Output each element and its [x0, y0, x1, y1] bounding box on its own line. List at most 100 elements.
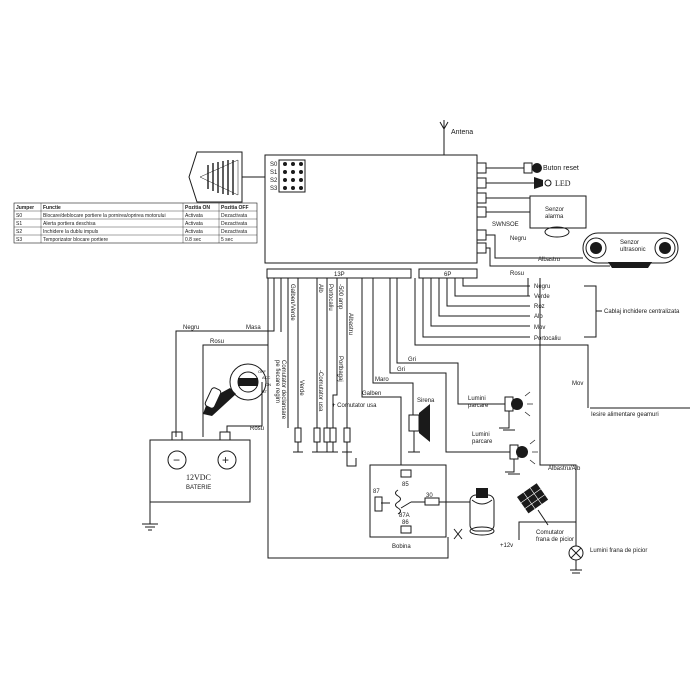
wire-fuse-label: -500 amp [337, 284, 343, 310]
switch-contact [293, 427, 303, 453]
power-window-label: Iesire alimentare geamuri [591, 412, 659, 418]
table-cell: Temporizator blocare portiere [43, 237, 108, 243]
wire-alb-label: Alb [317, 284, 323, 293]
reset-button-connector: Buton reset [476, 162, 579, 174]
led-display-module [188, 151, 265, 203]
wire-albastru-label: Albastru [347, 313, 353, 335]
wire-rosu-battery [226, 382, 263, 432]
starter-motor [469, 488, 495, 536]
central-lock-label: Cablaj inchidere centralizata [604, 309, 680, 315]
wire-verde-switch: Verde [297, 278, 304, 428]
table-header-function: Functie [43, 205, 61, 211]
table-cell: Activata [185, 213, 203, 219]
table-cell: Blocare/deblocare portiere la pornirea/o… [43, 213, 166, 219]
table-cell: S2 [16, 229, 22, 235]
battery-label: BATERIE [186, 485, 211, 491]
wire-coil-return [267, 345, 449, 559]
brake-lights-label: Lumini frana de picior [590, 548, 647, 554]
lock-wire: Verde [534, 294, 550, 300]
coil-label: Bobina [392, 544, 411, 550]
lock-wire: Alb [534, 314, 543, 320]
door-switch-neg-label: -Comutator usa [317, 370, 323, 412]
wire-galben-label: Galben [362, 391, 381, 397]
led-label: LED [555, 179, 571, 188]
wire-negru-sensor: Negru [510, 236, 526, 242]
control-unit [264, 154, 478, 264]
wire-mov-label: Mov [572, 381, 583, 387]
jumper-pin [299, 178, 303, 182]
wire-albastru-alb: Albastru/Alb [527, 278, 581, 546]
led-connector: LED [476, 177, 571, 189]
connector-13p-label: 13P [334, 272, 345, 278]
jumper-pin [283, 186, 287, 190]
wire-portocaliu: Portocaliu [326, 278, 333, 428]
table-cell: Dezactivata [221, 213, 247, 219]
wire-masa-label: Masa [246, 325, 261, 331]
wire-galben-verde-label: Galben/Verde [289, 284, 295, 321]
ignition-note-line-2: pe fiecare regim [274, 360, 280, 403]
ignition-note-line-1: Comutator declansare [280, 360, 286, 420]
antenna-label: Antena [451, 129, 473, 136]
table-cell: Alerta portiera deschisa [43, 221, 96, 227]
jumper-pin [291, 178, 295, 182]
jumper-pin [291, 170, 295, 174]
wire-albastru-sensor: Albastru [538, 257, 560, 263]
siren: Maro Sirena [372, 278, 435, 453]
table-header-jumper: Jumper [16, 205, 34, 211]
relay-pin-87a: 87A [399, 513, 410, 519]
jumper-pin [283, 162, 287, 166]
wire-gri-label-2: Gri [397, 367, 405, 373]
relay: 87 85 30 87A 86 Bobina [369, 464, 447, 550]
switch-contact [312, 427, 322, 453]
power-window-wiring: Mov Iesire alimentare geamuri [414, 278, 690, 418]
ignition-switch: OFF ACC ON ST [203, 363, 271, 416]
siren-label: Sirena [417, 398, 435, 404]
wire-albastru: Albastru Portbagaj [337, 278, 353, 428]
cut-mark [453, 528, 463, 540]
jumper-pin [299, 162, 303, 166]
ignition-start: ST [262, 389, 268, 394]
ignition-off: OFF [258, 369, 267, 374]
wire-alb: Alb -Comutator usa [316, 278, 323, 428]
lock-wire: Roz [534, 304, 545, 310]
wire-rosu-sensor: Rosu [510, 271, 524, 277]
jumper-s3: S3 [270, 186, 278, 192]
table-cell: S3 [16, 237, 22, 243]
table-cell: 5 sec [221, 237, 233, 243]
wire-gri: Gri Gri [389, 278, 510, 453]
ignition-note: Comutator declansare pe fiecare regim [274, 360, 286, 420]
wire-galben: Galben [361, 278, 402, 465]
door-switch-pos-label: + Comutator usa [332, 403, 377, 409]
wire-verde-label: Verde [298, 380, 304, 396]
battery: − + 12VDC BATERIE Rosu [149, 382, 264, 503]
table-cell: 0.8 sec [185, 237, 202, 243]
wire-rosu [202, 278, 269, 437]
jumper-pin [283, 170, 287, 174]
table-cell: Inchidere la dublu impuls [43, 229, 99, 235]
jumper-pin [283, 178, 287, 182]
connector-6p [418, 268, 478, 279]
lock-wire: Portocaliu [534, 336, 561, 342]
relay-pin-85: 85 [402, 482, 409, 488]
table-cell: S0 [16, 213, 22, 219]
connector-6p-label: 6P [444, 272, 451, 278]
relay-pin-86: 86 [402, 520, 409, 526]
brake-lights: Lumini frana de picior [568, 545, 647, 574]
jumper-s0: S0 [270, 162, 278, 168]
table-cell: Activata [185, 229, 203, 235]
wire-maro-label: Maro [375, 377, 389, 383]
wire-rosu-label: Rosu [210, 339, 224, 345]
jumper-table: Jumper Functie Pozitia ON Pozitia OFF S0… [13, 202, 258, 244]
wire-negru-label: Negru [183, 325, 199, 331]
wire-albastru-alb-label: Albastru/Alb [548, 466, 581, 472]
battery-minus: − [173, 453, 180, 467]
